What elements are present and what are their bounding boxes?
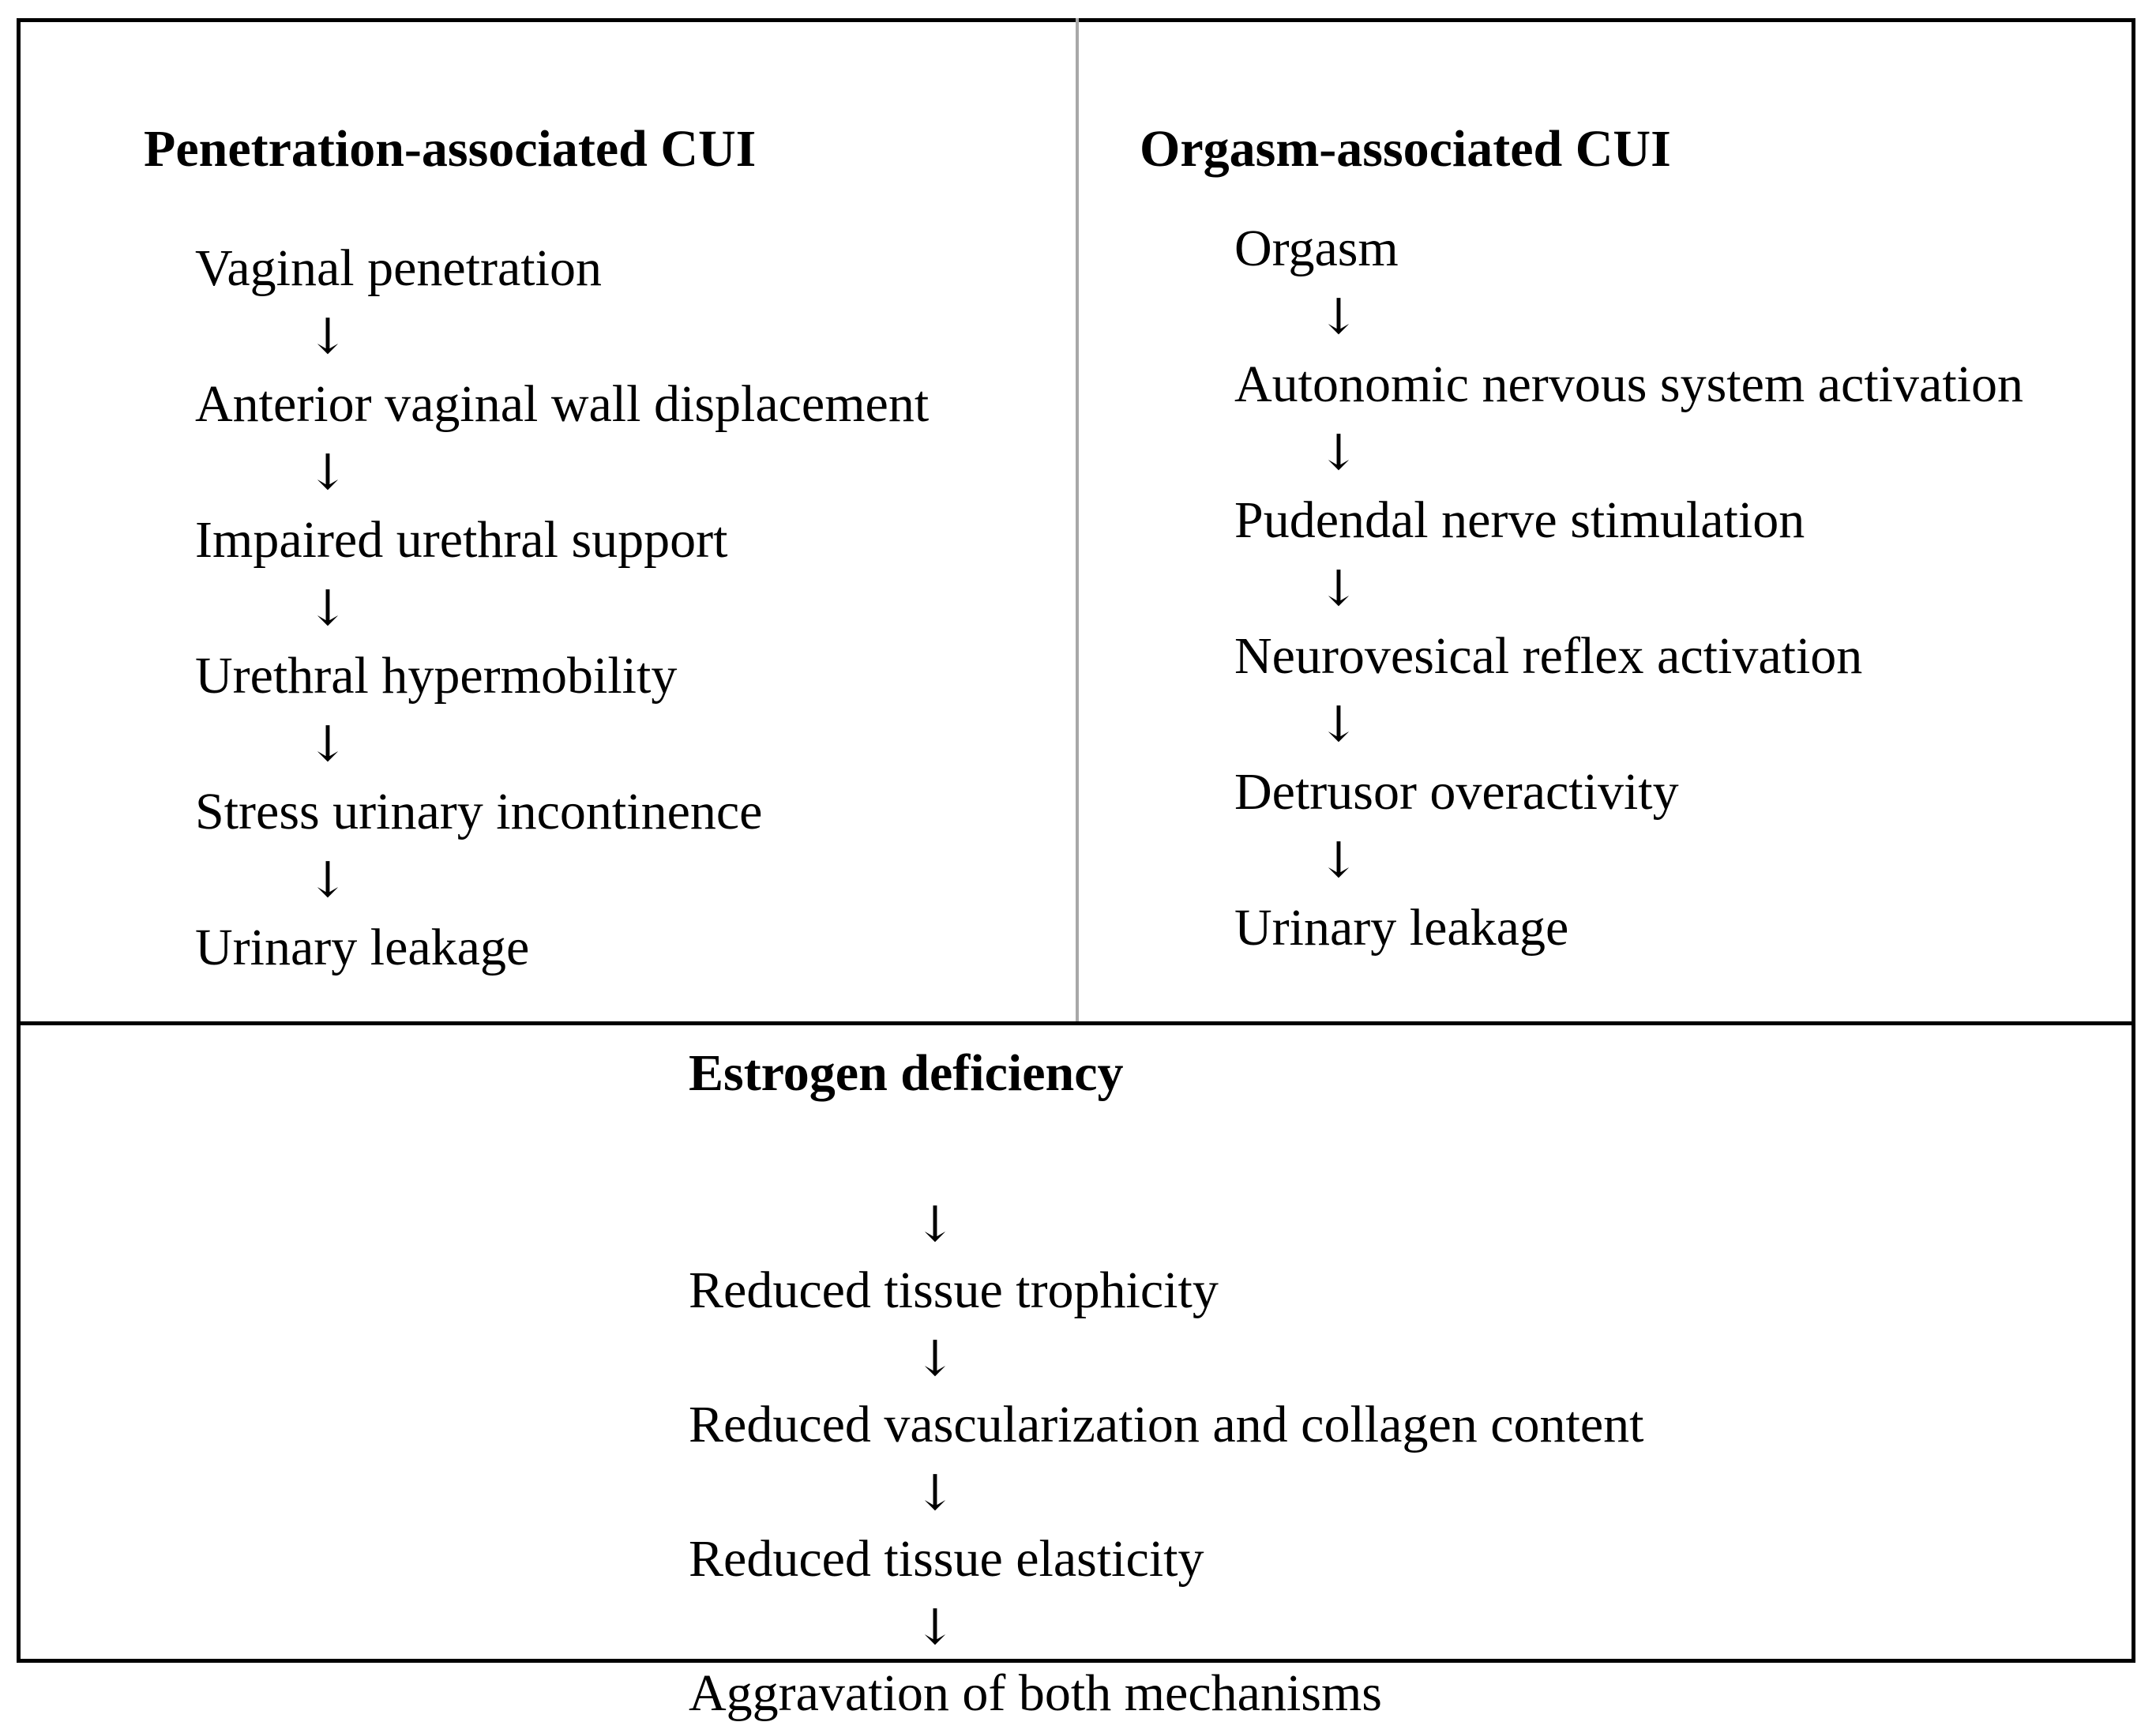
flow-step: Detrusor overactivity: [1234, 763, 1679, 821]
flow-step: Impaired urethral support: [195, 511, 728, 569]
flow-step: Neurovesical reflex activation: [1234, 627, 1863, 685]
flow-step: Reduced tissue trophicity: [689, 1261, 1219, 1319]
flow-step: Stress urinary incontinence: [195, 783, 763, 840]
down-arrow-icon: ↓: [307, 443, 348, 501]
orgasm-panel-title: Orgasm-associated CUI: [1140, 120, 1671, 178]
down-arrow-icon: ↓: [1318, 423, 1359, 481]
down-arrow-icon: ↓: [915, 1464, 956, 1521]
down-arrow-icon: ↓: [915, 1195, 956, 1253]
estrogen-panel-title: Estrogen deficiency: [689, 1044, 1124, 1102]
down-arrow-icon: ↓: [307, 307, 348, 365]
flow-step: Urethral hypermobility: [195, 647, 678, 705]
down-arrow-icon: ↓: [307, 715, 348, 773]
down-arrow-icon: ↓: [1318, 831, 1359, 889]
down-arrow-icon: ↓: [1318, 559, 1359, 617]
down-arrow-icon: ↓: [1318, 695, 1359, 753]
flow-step: Vaginal penetration: [195, 239, 602, 297]
horizontal-divider: [17, 1021, 2135, 1025]
flow-step: Urinary leakage: [195, 919, 530, 976]
penetration-panel-title: Penetration-associated CUI: [144, 120, 757, 178]
flow-step: Pudendal nerve stimulation: [1234, 491, 1805, 549]
flow-step: Orgasm: [1234, 220, 1399, 277]
down-arrow-icon: ↓: [1318, 288, 1359, 345]
down-arrow-icon: ↓: [915, 1598, 956, 1656]
flow-step: Reduced tissue elasticity: [689, 1530, 1204, 1588]
vertical-divider: [1076, 18, 1079, 1025]
penetration-flow: Vaginal penetration ↓ Anterior vaginal w…: [195, 243, 929, 974]
flow-step: Anterior vaginal wall displacement: [195, 375, 930, 433]
down-arrow-icon: ↓: [307, 851, 348, 908]
flow-step: Aggravation of both mechanisms: [689, 1664, 1382, 1722]
down-arrow-icon: ↓: [915, 1329, 956, 1387]
estrogen-flow: ↓ Reduced tissue trophicity ↓ Reduced va…: [689, 1182, 1644, 1720]
orgasm-flow: Orgasm ↓ Autonomic nervous system activa…: [1234, 223, 2023, 954]
flow-step: Urinary leakage: [1234, 899, 1569, 957]
flow-step: Autonomic nervous system activation: [1234, 355, 2023, 413]
flow-step: Reduced vascularization and collagen con…: [689, 1396, 1644, 1453]
down-arrow-icon: ↓: [307, 579, 348, 637]
